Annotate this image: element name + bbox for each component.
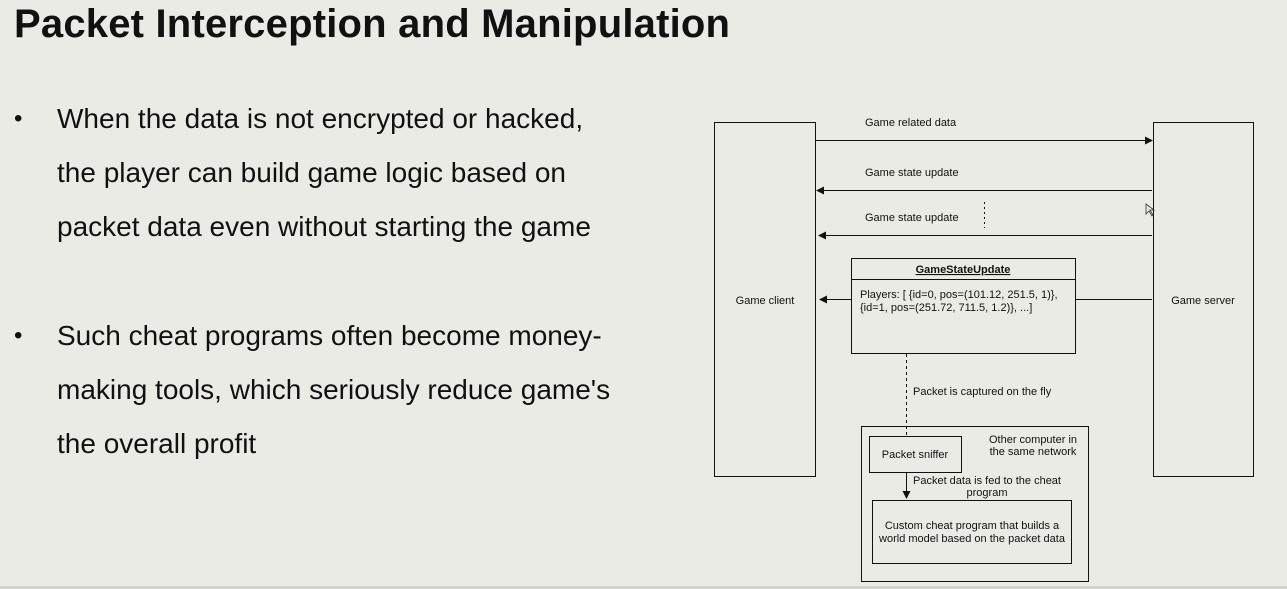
bullet-2: • Such cheat programs often become money… — [14, 309, 674, 471]
game-server-label: Game server — [1171, 295, 1235, 307]
game-client-box — [714, 122, 816, 477]
bullet-marker: • — [14, 322, 23, 349]
packet-line-1: Players: [ {id=0, pos=(101.12, 251.5, 1)… — [860, 289, 1058, 301]
game-server-box — [1153, 122, 1254, 477]
bullet-marker: • — [14, 105, 23, 132]
slide-title: Packet Interception and Manipulation — [14, 2, 731, 46]
bullet-text: When the data is not encrypted or hacked… — [57, 92, 674, 254]
cheat-line-1: Custom cheat program that builds a — [885, 520, 1060, 532]
mouse-cursor-icon — [1145, 203, 1156, 217]
other-computer-line-2: the same network — [990, 446, 1077, 458]
packet-box — [851, 258, 1076, 354]
packet-sniffer-box — [869, 436, 962, 473]
packet-line-2: {id=1, pos=(251.72, 711.5, 1.2)}, ...] — [860, 302, 1032, 314]
packet-title: GameStateUpdate — [916, 264, 1011, 276]
packet-sniffer-label: Packet sniffer — [882, 449, 949, 461]
bullet-line: the player can build game logic based on — [57, 157, 567, 188]
msg-state-update-1: Game state update — [865, 167, 959, 179]
bullet-1: • When the data is not encrypted or hack… — [14, 92, 674, 254]
bullet-text: Such cheat programs often become money- … — [57, 309, 674, 471]
bottom-divider — [0, 586, 1287, 589]
msg-state-update-2: Game state update — [865, 212, 959, 224]
msg-related-data: Game related data — [865, 117, 957, 129]
cheat-program-box — [872, 500, 1072, 564]
other-computer-box — [861, 426, 1089, 582]
fed-line-1: Packet data is fed to the cheat — [913, 475, 1061, 487]
fed-line-2: program — [967, 487, 1008, 499]
other-computer-line-1: Other computer in — [989, 434, 1077, 446]
captured-label: Packet is captured on the fly — [913, 386, 1052, 398]
game-client-label: Game client — [736, 295, 795, 307]
bullet-line: packet data even without starting the ga… — [57, 211, 591, 242]
bullet-line: Such cheat programs often become money- — [57, 320, 602, 351]
cheat-line-2: world model based on the packet data — [878, 533, 1066, 545]
bullet-line: making tools, which seriously reduce gam… — [57, 374, 611, 405]
bullet-line: the overall profit — [57, 428, 257, 459]
bullet-line: When the data is not encrypted or hacked… — [57, 103, 584, 134]
